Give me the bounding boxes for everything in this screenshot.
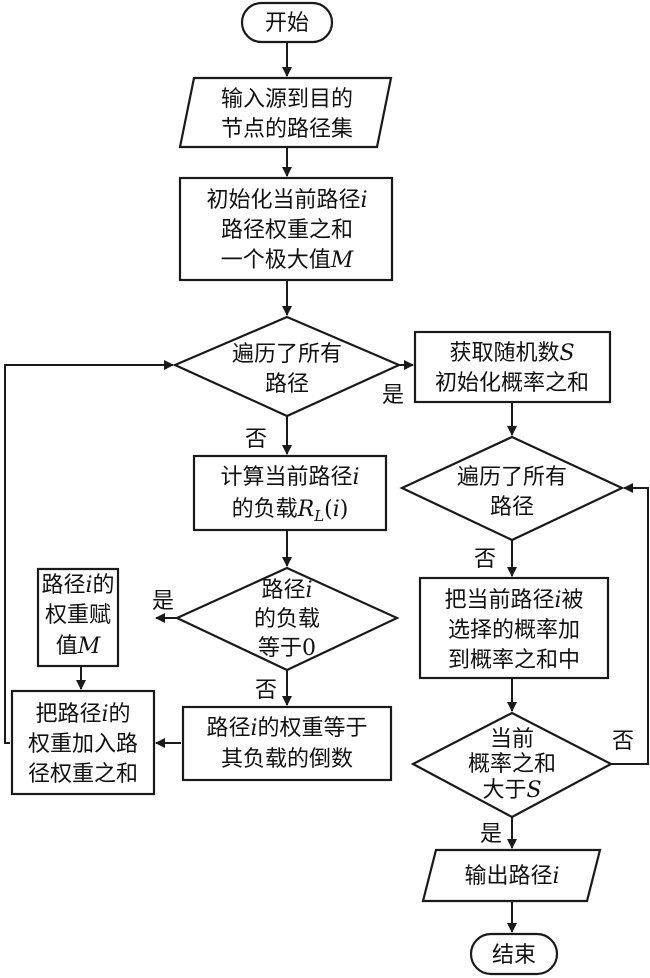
get-random-line1: 获取随机数S: [449, 341, 574, 366]
weight-inverse-line2: 其负载的倒数: [221, 747, 353, 772]
add-prob-node: 把当前路径i被 选择的概率加 到概率之和中: [418, 576, 610, 680]
calc-load-line2: 的负载RL(i): [232, 497, 349, 525]
assign-m-line1: 路径i的: [41, 573, 114, 598]
end-node: 结束: [469, 932, 559, 976]
prob-gt-line3: 大于S: [482, 778, 541, 803]
init-line2: 路径权重之和: [221, 218, 353, 243]
add-prob-line3: 到概率之和中: [448, 648, 580, 673]
load-zero-line3: 等于0: [258, 636, 316, 661]
prob-gt-no-label: 否: [612, 729, 634, 754]
traverse2-line1: 遍历了所有: [457, 465, 567, 490]
calc-load-line1: 计算当前路径i: [220, 465, 359, 490]
add-weight-line3: 径权重之和: [28, 762, 138, 787]
connectors: [4, 42, 649, 933]
traverse1-line1: 遍历了所有: [232, 342, 342, 367]
traverse1-decision: 遍历了所有 路径: [172, 315, 402, 418]
init-node: 初始化当前路径i 路径权重之和 一个极大值M: [178, 176, 394, 282]
input-paths-line2: 节点的路径集: [221, 117, 353, 142]
assign-m-node: 路径i的 权重赋 值M: [36, 567, 120, 668]
calc-load-node: 计算当前路径i 的负载RL(i): [192, 454, 388, 532]
traverse2-line2: 路径: [490, 495, 534, 520]
traverse1-line2: 路径: [265, 372, 309, 397]
traverse1-no-label: 否: [245, 427, 267, 452]
load-zero-line1: 路径i: [261, 578, 312, 603]
load-zero-decision: 路径i 的负载 等于0: [174, 566, 400, 672]
output-label: 输出路径i: [464, 864, 559, 889]
end-label: 结束: [492, 943, 536, 968]
start-label: 开始: [265, 11, 309, 36]
get-random-line2: 初始化概率之和: [435, 371, 589, 396]
assign-m-line2: 权重赋: [45, 603, 111, 628]
init-line1: 初始化当前路径i: [206, 188, 367, 213]
edge-loop-back-2: [611, 483, 649, 765]
weight-inverse-node: 路径i的权重等于 其负载的倒数: [181, 705, 393, 782]
init-line3: 一个极大值M: [221, 248, 354, 273]
weight-inverse-line1: 路径i的权重等于: [206, 716, 367, 741]
traverse2-no-label: 否: [474, 547, 496, 572]
prob-gt-line2: 概率之和: [468, 752, 556, 777]
get-random-node: 获取随机数S 初始化概率之和: [413, 330, 612, 404]
add-weight-line2: 权重加入路: [28, 732, 138, 757]
prob-gt-yes-label: 是: [480, 822, 502, 847]
start-node: 开始: [240, 1, 334, 44]
output-node: 输出路径i: [421, 848, 602, 903]
add-weight-line1: 把路径i的: [35, 702, 130, 727]
edge-loop-back-1: [4, 360, 174, 744]
input-paths-node: 输入源到目的 节点的路径集: [178, 76, 393, 149]
add-prob-line1: 把当前路径i被: [444, 588, 583, 613]
prob-gt-line1: 当前: [490, 727, 534, 752]
traverse1-yes-label: 是: [382, 383, 404, 408]
load-zero-line2: 的负载: [254, 607, 320, 632]
edge-labels: 是 否 是 否 否 否 是: [152, 383, 634, 847]
assign-m-line3: 值M: [56, 634, 101, 659]
load-zero-no-label: 否: [255, 678, 277, 703]
input-paths-line1: 输入源到目的: [221, 87, 353, 112]
load-zero-yes-label: 是: [152, 589, 174, 614]
traverse2-decision: 遍历了所有 路径: [399, 435, 625, 542]
add-weight-node: 把路径i的 权重加入路 径权重之和: [10, 689, 156, 796]
prob-gt-decision: 当前 概率之和 大于S: [410, 711, 614, 819]
add-prob-line2: 选择的概率加: [448, 618, 580, 643]
